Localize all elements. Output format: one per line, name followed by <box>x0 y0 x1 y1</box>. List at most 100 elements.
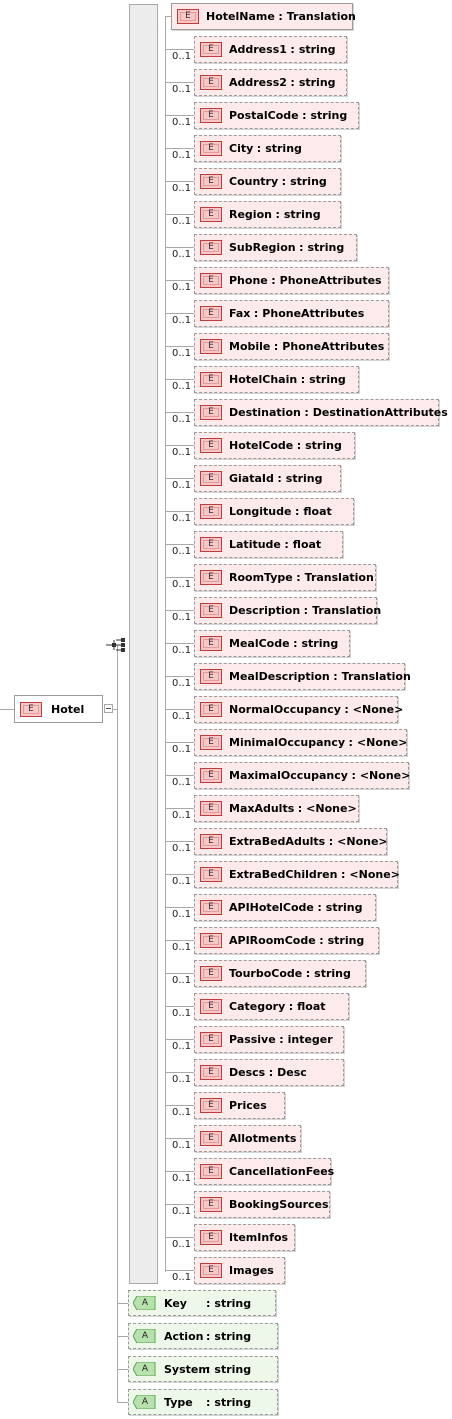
element-type: string <box>325 901 363 914</box>
element-connector-line <box>165 379 194 380</box>
element-badge: E <box>200 702 222 717</box>
element-type: Desc <box>277 1066 307 1079</box>
type-separator: : <box>290 76 295 89</box>
element-type: float <box>303 505 332 518</box>
element-type: string <box>314 967 351 980</box>
occurrence-label: 0..1 <box>172 51 192 62</box>
occurrence-label: 0..1 <box>172 84 192 95</box>
element-badge: E <box>200 966 222 981</box>
type-separator: : <box>268 1066 274 1079</box>
element-name: HotelCode <box>229 439 294 452</box>
element-badge: E <box>200 1263 222 1278</box>
attribute-type: string <box>214 1362 252 1376</box>
attribute-type: string <box>214 1329 252 1343</box>
element-badge: E <box>200 174 222 189</box>
element-name: PostalCode <box>229 109 299 122</box>
type-separator: : <box>299 241 304 254</box>
element-name: Longitude <box>229 505 292 518</box>
type-separator: : <box>296 571 301 584</box>
occurrence-label: 0..1 <box>172 942 192 953</box>
element-connector-line <box>165 940 194 941</box>
element-type: string <box>298 76 336 89</box>
root-element-hotel[interactable]: E Hotel <box>14 695 103 723</box>
element-badge: E <box>200 141 222 156</box>
element-type: string <box>307 241 345 254</box>
element-name: CancellationFees <box>229 1165 335 1178</box>
element-badge: E <box>200 339 222 354</box>
element-badge: E <box>200 636 222 651</box>
occurrence-label: 0..1 <box>172 117 192 128</box>
occurrence-label: 0..1 <box>172 1140 192 1151</box>
type-separator: : <box>288 1000 294 1013</box>
attribute-name: Key <box>164 1296 187 1310</box>
type-separator: : <box>293 637 298 650</box>
occurrence-label: 0..1 <box>172 348 192 359</box>
type-separator: : <box>333 670 338 683</box>
element-connector-line <box>165 841 194 842</box>
element-type: string <box>298 43 336 56</box>
sequence-icon[interactable] <box>106 636 128 654</box>
element-type: string <box>309 373 346 386</box>
collapse-toggle[interactable] <box>104 704 113 713</box>
element-name: GiataId <box>229 472 274 485</box>
element-type: Translation <box>312 604 382 617</box>
element-connector-line <box>165 544 194 545</box>
attribute-badge: A <box>133 1395 157 1409</box>
element-name: Address1 <box>229 43 287 56</box>
occurrence-label: 0..1 <box>172 216 192 227</box>
element-type: Translation <box>286 10 356 23</box>
type-separator: : <box>256 142 262 155</box>
attribute-name: Type <box>164 1395 193 1409</box>
element-type: string <box>283 208 321 221</box>
element-connector-line <box>165 1006 194 1007</box>
type-separator: : <box>351 769 356 782</box>
element-connector-line <box>165 478 194 479</box>
element-badge: E <box>200 603 222 618</box>
attribute-badge: A <box>133 1329 157 1343</box>
element-connector-line <box>165 445 194 446</box>
